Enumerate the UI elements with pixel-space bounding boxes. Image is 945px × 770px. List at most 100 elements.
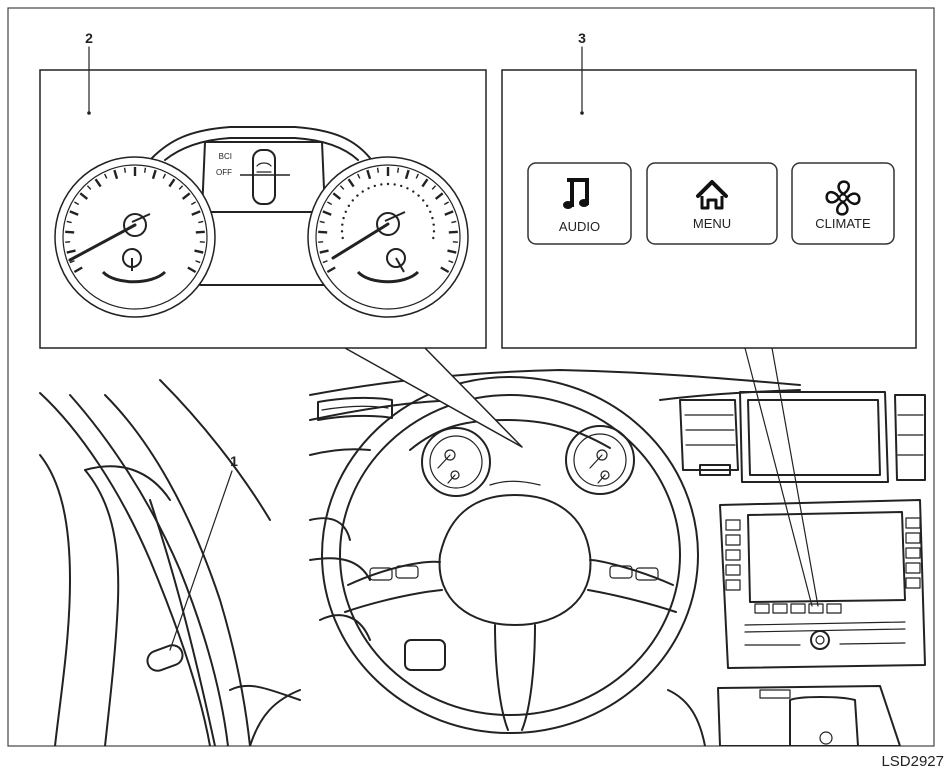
speedometer-tick: [431, 185, 437, 190]
tachometer-tick: [181, 192, 191, 200]
callout-number-2: 2: [85, 30, 93, 46]
speedometer-tick: [318, 230, 328, 234]
side-buttons-left: [725, 519, 741, 591]
tachometer-tick: [69, 260, 75, 264]
callout-pointer-3a: [744, 347, 813, 607]
tachometer-tick: [103, 173, 108, 179]
speedometer-dot: [373, 184, 377, 188]
speedometer-dot: [429, 210, 432, 213]
speedometer-tick: [339, 185, 345, 190]
bci-off-indicator: BCI OFF: [216, 149, 290, 205]
speedometer-tick: [347, 178, 355, 188]
speedometer-tick: [443, 201, 449, 206]
audio-button[interactable]: AUDIO: [527, 162, 632, 245]
menu-button[interactable]: MENU: [646, 162, 778, 245]
speedometer-tick: [322, 210, 332, 216]
speedometer-dot: [406, 187, 409, 190]
tachometer-tick: [69, 210, 79, 216]
off-label: OFF: [216, 168, 232, 177]
tachometer-tick: [143, 167, 147, 173]
speedometer-tick: [415, 173, 420, 179]
speedometer-dot: [356, 194, 359, 197]
speedometer-dot: [431, 216, 434, 220]
speedometer-tick: [376, 167, 380, 173]
speedometer-tick: [448, 260, 454, 264]
figure-frame: [7, 7, 935, 747]
tachometer-tick: [113, 169, 119, 180]
speedometer-tick: [396, 167, 400, 173]
tachometer-tick: [168, 178, 176, 188]
speedometer-dot: [342, 216, 345, 220]
speedometer-dot: [347, 204, 351, 208]
tachometer-tick: [66, 249, 76, 254]
speedometer-tick: [447, 249, 457, 254]
speedometer-tick: [332, 192, 342, 200]
tachometer-tick: [178, 185, 184, 190]
speedometer-gauge: [307, 156, 469, 318]
climate-label: CLIMATE: [815, 216, 871, 231]
tachometer-tick: [74, 201, 80, 206]
tachometer-tick: [187, 266, 197, 274]
speedometer-dot: [432, 223, 435, 226]
callout-number-1: 1: [230, 453, 238, 469]
tachometer-tick: [195, 260, 201, 264]
speedometer-tick: [451, 220, 457, 224]
tachometer-tick: [94, 178, 102, 188]
speedometer-tick: [366, 169, 372, 180]
speedometer-dot: [341, 236, 344, 240]
callout-pointer-3b: [771, 347, 819, 607]
speedometer-dot: [340, 230, 344, 233]
side-buttons-right: [905, 517, 921, 589]
speedometer-dot: [367, 187, 370, 190]
callout-leader-1: [169, 470, 233, 651]
tachometer-tick: [162, 173, 167, 179]
speedometer-tick: [326, 266, 336, 274]
music-note-icon: [563, 178, 589, 209]
home-icon: [696, 180, 728, 210]
speedometer-tick: [356, 173, 361, 179]
speedometer-tick: [319, 220, 325, 224]
bci-label: BCI: [219, 152, 232, 161]
speedometer-dot: [399, 184, 403, 188]
tachometer-tick: [194, 249, 204, 254]
speedometer-dot: [412, 190, 415, 193]
tachometer-tick: [151, 169, 157, 180]
speedometer-tick: [440, 266, 450, 274]
speedometer-tick: [444, 210, 454, 216]
tachometer-tick: [198, 220, 204, 224]
instrument-cluster: BCI OFF: [54, 126, 469, 318]
tachometer-tick: [86, 185, 92, 190]
speedometer-tick: [421, 178, 429, 188]
a-pillar-view: [39, 379, 301, 746]
speedometer-tick: [322, 260, 328, 264]
speedometer-tick: [327, 201, 333, 206]
speedometer-dot: [344, 210, 347, 213]
speedometer-dot: [422, 199, 425, 202]
tachometer-gauge: [54, 156, 216, 318]
climate-button[interactable]: CLIMATE: [791, 162, 895, 245]
speedometer-dot: [341, 223, 344, 226]
callout-number-3: 3: [578, 30, 586, 46]
speedometer-dot: [393, 183, 396, 186]
scene-bottom: [39, 369, 926, 746]
speedometer-dot: [425, 204, 429, 208]
speedometer-tick: [448, 230, 458, 234]
speedometer-dot: [361, 190, 364, 193]
tachometer-tick: [66, 220, 72, 224]
menu-label: MENU: [693, 216, 731, 231]
tachometer-tick: [79, 192, 89, 200]
speedometer-dot: [380, 183, 383, 186]
speedometer-dot: [351, 199, 354, 202]
figure-id-label: LSD2927: [881, 753, 944, 770]
audio-label: AUDIO: [559, 219, 600, 234]
speedometer-dot: [386, 182, 390, 186]
vehicle-icon: [252, 149, 276, 205]
tachometer-tick: [123, 167, 127, 173]
speedometer-tick: [404, 169, 410, 180]
speedometer-dot: [432, 230, 436, 233]
tachometer-tick: [65, 230, 75, 234]
speedometer-dot: [417, 194, 420, 197]
speedometer-tick: [434, 192, 444, 200]
callout-pointer-2: [344, 347, 523, 448]
tachometer-tick: [195, 230, 205, 234]
